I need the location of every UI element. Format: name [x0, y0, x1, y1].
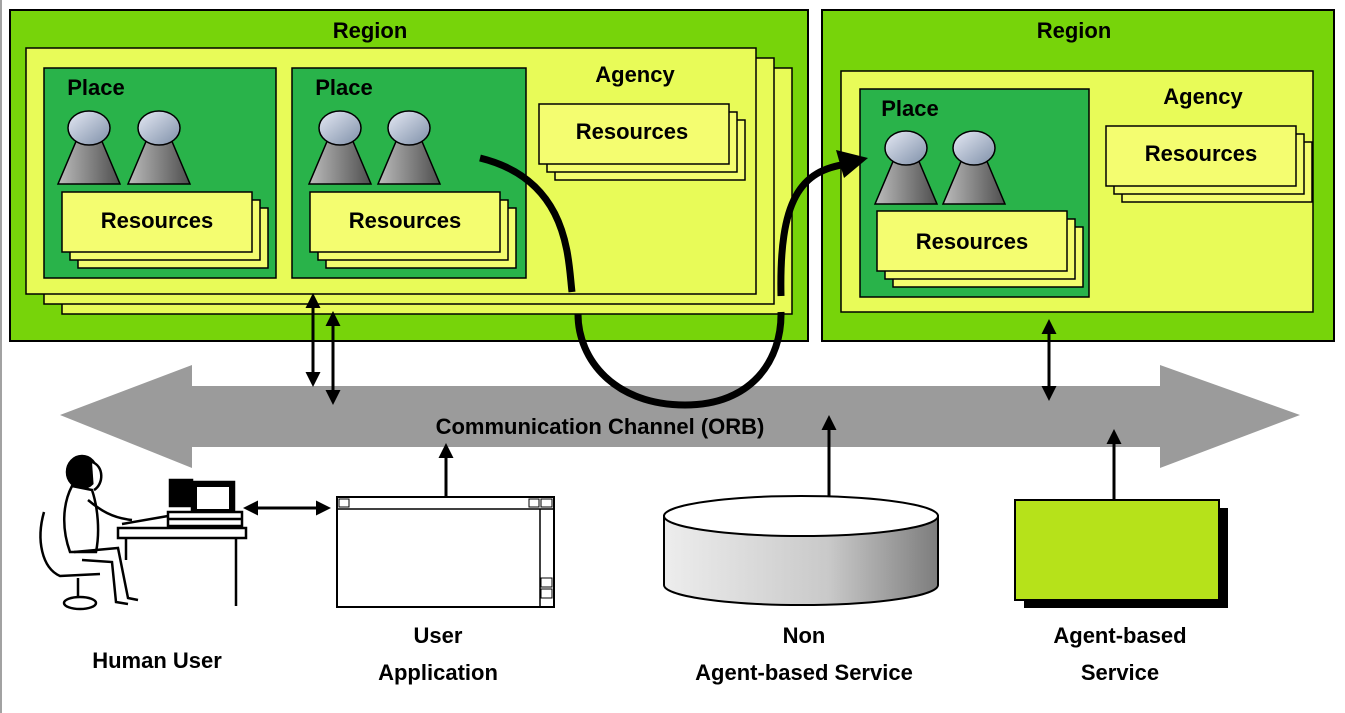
migration-arrowhead: [836, 150, 868, 178]
place-b-resources-label: Resources: [349, 208, 462, 233]
non-agent-service-label-1: Non: [783, 623, 826, 648]
agency-right-resources: Resources: [1105, 125, 1313, 203]
agent-icon: [873, 130, 939, 205]
agent-service-label-2: Service: [1081, 660, 1159, 685]
agency-right-resources-label: Resources: [1145, 141, 1258, 166]
region-left: Region Agency Resources Place: [9, 9, 809, 342]
region-right: Region Agency Resources Place: [821, 9, 1335, 342]
agent-icon: [307, 110, 373, 185]
agency-right-title: Agency: [1163, 84, 1243, 109]
region-left-title: Region: [333, 18, 408, 43]
agency-left-resources: Resources: [538, 103, 746, 181]
agent-icon: [376, 110, 442, 185]
place-right-resources: Resources: [876, 210, 1084, 288]
place-right-title: Place: [881, 96, 939, 121]
place-a: Place Resources: [43, 67, 277, 279]
agent-icon: [56, 110, 122, 185]
agent-icon: [126, 110, 192, 185]
place-a-resources: Resources: [61, 191, 269, 269]
channel-label: Communication Channel (ORB): [436, 414, 765, 439]
agency-left-resources-label: Resources: [576, 119, 689, 144]
database-cylinder-icon: [663, 495, 939, 606]
place-a-resources-label: Resources: [101, 208, 214, 233]
user-application-window-icon: [336, 496, 555, 608]
non-agent-service-label-2: Agent-based Service: [695, 660, 913, 685]
region-right-title: Region: [1037, 18, 1112, 43]
agency-left-title: Agency: [595, 62, 675, 87]
place-b-title: Place: [315, 75, 373, 100]
place-right: Place Resources: [859, 88, 1090, 298]
human-user-icon: [39, 454, 248, 611]
communication-channel-arrow: [60, 365, 1300, 468]
agent-icon: [941, 130, 1007, 205]
user-application-label-2: Application: [378, 660, 498, 685]
agent-based-service-box: [1014, 499, 1228, 608]
agent-service-label-1: Agent-based: [1053, 623, 1186, 648]
human-user-label: Human User: [92, 648, 222, 673]
place-a-title: Place: [67, 75, 125, 100]
place-right-resources-label: Resources: [916, 229, 1029, 254]
migration-path: [479, 150, 868, 409]
place-b-resources: Resources: [309, 191, 517, 269]
user-application-label-1: User: [414, 623, 463, 648]
place-b: Place Resources: [291, 67, 527, 279]
